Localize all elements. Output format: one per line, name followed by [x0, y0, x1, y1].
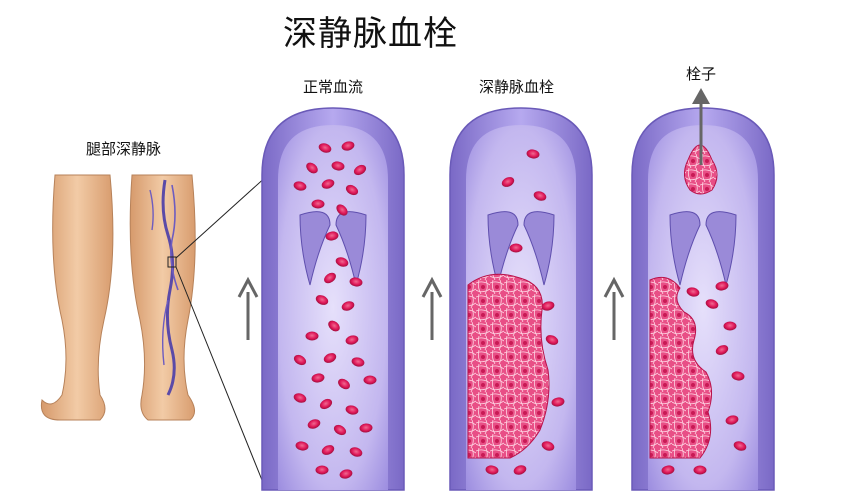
legs-illustration	[41, 175, 195, 420]
red-blood-cell	[312, 200, 325, 209]
flow-arrow-3	[605, 280, 623, 340]
vessel-dvt	[450, 108, 592, 490]
thrombus	[468, 274, 549, 458]
vessel-embolus	[632, 88, 774, 490]
red-blood-cell	[724, 322, 737, 331]
red-blood-cell	[364, 376, 377, 385]
flow-arrow-1	[239, 280, 257, 340]
flow-arrow-2	[423, 280, 441, 340]
red-blood-cell	[306, 332, 319, 341]
red-blood-cell	[316, 466, 329, 475]
red-blood-cell	[694, 466, 707, 475]
callout-line-bottom	[176, 267, 266, 490]
red-blood-cell	[510, 244, 523, 253]
